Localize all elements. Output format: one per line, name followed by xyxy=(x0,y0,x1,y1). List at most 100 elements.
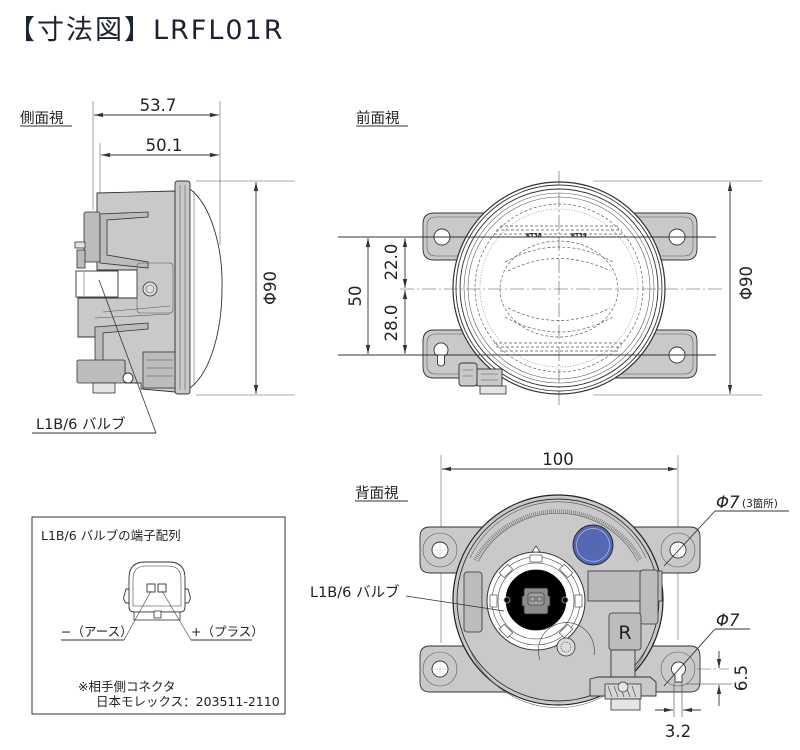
lower-rib-block xyxy=(142,351,176,389)
socket-tab xyxy=(574,594,583,608)
harness-stem xyxy=(610,649,636,681)
hole-count-note: (3箇所) xyxy=(742,497,778,510)
bulb-callout-leader xyxy=(405,595,505,612)
bulb-callout-label: L1B/6 バルブ xyxy=(36,415,125,433)
bulb-lug xyxy=(503,596,511,604)
aim-adjuster-ring xyxy=(576,528,610,562)
hole-diameter: Φ7 xyxy=(716,493,740,512)
lens-mark: KT39 xyxy=(571,233,587,239)
ground-leader xyxy=(123,590,152,641)
side-view: 側面視 53.7 50.1 Φ90 xyxy=(20,96,295,434)
connector-latch xyxy=(153,610,162,619)
front-view: 前面視 KT38 KT39 xyxy=(338,110,762,407)
mating-connector-part: 日本モレックス：203511-2110 xyxy=(96,694,280,709)
socket-tab xyxy=(498,623,514,639)
side-view-label: 側面視 xyxy=(20,110,64,127)
hole-center-marks xyxy=(432,542,686,677)
bulb-lug xyxy=(561,596,569,604)
dimension-slot-length: 6.5 xyxy=(732,665,751,691)
dimension-width: 100 xyxy=(542,450,574,469)
dimension-body-length: 50.1 xyxy=(146,136,183,155)
front-connector-housing xyxy=(458,362,478,387)
aim-adjuster-cap xyxy=(572,524,614,566)
dimension-upper: 22.0 xyxy=(382,244,401,281)
vent-cap-inner xyxy=(560,641,572,653)
dimension-lower: 28.0 xyxy=(382,305,401,342)
front-connector-nut xyxy=(479,385,507,395)
side-mark: R xyxy=(618,622,631,644)
pinout-box: L1B/6 バルブの端子配列 −（アース） +（プラス） ※相手側コネクタ 日本… xyxy=(31,516,286,715)
hole-callout-leader xyxy=(663,510,716,567)
lens-mark: KT38 xyxy=(526,233,542,239)
upper-bracket-tab xyxy=(99,211,149,269)
aim-pivot-boss xyxy=(136,262,174,314)
dimension-mount-pitch: 50 xyxy=(346,286,365,307)
aim-pivot xyxy=(142,281,158,297)
front-connector-body xyxy=(476,368,503,387)
mount-slot-hole xyxy=(671,661,686,683)
rib-detail xyxy=(146,359,173,377)
bulb-pin xyxy=(529,596,536,602)
positive-label: +（プラス） xyxy=(191,624,264,639)
mount-keyhole xyxy=(433,342,449,367)
bracket-inner-edge xyxy=(426,333,694,375)
housing-rib xyxy=(469,501,647,563)
mount-boss xyxy=(660,532,696,568)
slot-callout-leader xyxy=(663,628,716,687)
socket-tab xyxy=(529,554,543,563)
socket-tab xyxy=(558,623,574,639)
drain-hole xyxy=(122,372,134,384)
mount-boss xyxy=(660,651,696,687)
upper-clip-cap xyxy=(76,249,86,269)
aim-pivot-inner xyxy=(145,284,155,294)
bulb-pin xyxy=(536,596,543,602)
positive-leader xyxy=(161,590,192,641)
lens-profile xyxy=(189,188,223,389)
rear-connector-nut xyxy=(610,698,641,711)
mount-boss xyxy=(422,532,458,568)
back-view-label: 背面視 xyxy=(355,485,399,502)
connector-shell xyxy=(128,561,186,613)
locating-pin xyxy=(74,241,86,249)
connector-latch xyxy=(617,681,629,693)
dimension-overall-length: 53.7 xyxy=(140,96,177,115)
bulb-base-stem xyxy=(527,613,546,630)
housing-clip-right xyxy=(639,569,659,625)
positive-pin xyxy=(157,583,167,593)
page-title: 【寸法図】LRFL01R xyxy=(8,15,285,46)
dimension-diameter: Φ90 xyxy=(261,271,280,305)
bulb-callout-leader xyxy=(98,279,157,434)
connector-nut xyxy=(92,382,116,394)
housing-rib-hatch xyxy=(473,509,643,561)
bulb-socket-ring xyxy=(497,562,575,640)
bulb-connector-face xyxy=(527,592,545,606)
bracket-inner-edge xyxy=(426,216,694,257)
reflector-pattern xyxy=(479,208,639,368)
socket-tab xyxy=(558,563,574,579)
bulb-callout-label: L1B/6 バルブ xyxy=(310,583,399,601)
bulb-connector xyxy=(76,359,126,384)
housing-clip-left xyxy=(463,571,483,633)
back-view: 背面視 100 xyxy=(310,450,789,741)
slot-diameter: Φ7 xyxy=(716,611,740,630)
dimension-diameter: Φ90 xyxy=(737,266,756,300)
bulb-body xyxy=(75,270,119,298)
housing-detail xyxy=(94,305,171,319)
socket-tabs xyxy=(489,554,583,639)
front-view-label: 前面視 xyxy=(356,110,400,127)
socket-tab xyxy=(489,594,498,608)
vent-cap xyxy=(556,637,576,657)
bezel-flange xyxy=(174,180,191,395)
mount-boss xyxy=(422,651,458,687)
dimension-slot-width: 3.2 xyxy=(665,722,691,741)
mating-connector-note: ※相手側コネクタ xyxy=(78,679,175,694)
upper-clip xyxy=(83,211,101,263)
pinout-title: L1B/6 バルブの端子配列 xyxy=(41,528,181,543)
ground-pin xyxy=(146,583,156,593)
connector-detail xyxy=(463,369,498,381)
connector-inner-shell xyxy=(132,565,182,607)
socket-index-mark xyxy=(531,545,541,553)
housing-boss-arc xyxy=(538,622,595,661)
socket-tab xyxy=(498,563,514,579)
